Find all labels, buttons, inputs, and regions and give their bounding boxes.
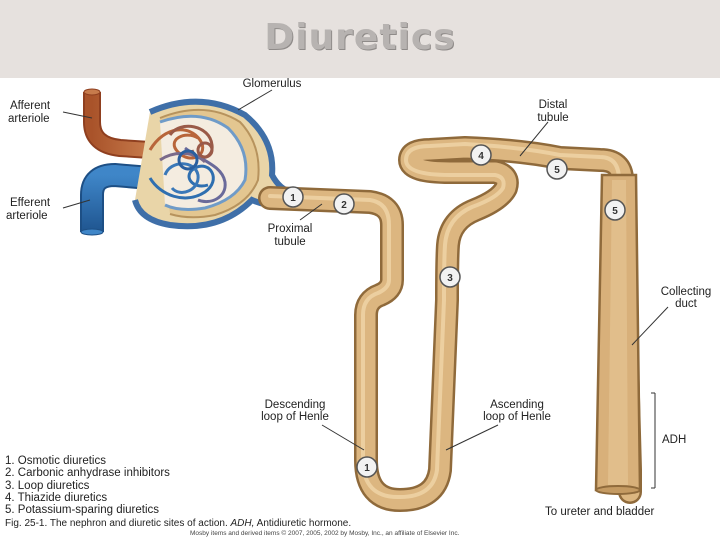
legend-item: 3. Loop diuretics — [5, 479, 90, 492]
nephron-diagram: 1 2 3 4 5 5 1 — [6, 78, 712, 518]
label-ureter: To ureter and bladder — [545, 506, 654, 518]
marker-1-descending: 1 — [356, 456, 378, 478]
renal-tubule — [258, 136, 642, 512]
svg-text:3: 3 — [447, 273, 453, 284]
label-collecting-1: Collecting — [661, 286, 712, 298]
leader-lines — [62, 89, 669, 489]
label-descending-2: loop of Henle — [261, 411, 329, 423]
svg-text:1: 1 — [290, 193, 296, 204]
svg-text:4: 4 — [478, 151, 484, 162]
label-efferent-1: Efferent — [10, 197, 51, 209]
caption-italic: ADH, — [230, 518, 255, 529]
label-proximal-1: Proximal — [268, 223, 313, 235]
copyright-notice: Mosby items and derived items © 2007, 20… — [190, 530, 460, 537]
title-bar — [0, 0, 720, 78]
label-glomerulus: Glomerulus — [243, 78, 302, 90]
marker-3-ascending: 3 — [439, 266, 461, 288]
svg-text:2: 2 — [341, 200, 347, 211]
svg-text:5: 5 — [554, 165, 560, 176]
svg-text:1: 1 — [364, 463, 370, 474]
label-descending-1: Descending — [265, 399, 326, 411]
caption-prefix: Fig. 25-1. The nephron and diuretic site… — [5, 518, 228, 529]
marker-5-distal: 5 — [546, 158, 568, 180]
label-afferent-1: Afferent — [10, 100, 51, 112]
diuretic-site-markers: 1 2 3 4 5 5 1 — [282, 144, 626, 478]
legend-item: 1. Osmotic diuretics — [5, 455, 106, 467]
label-adh: ADH — [662, 434, 686, 446]
caption-suffix: Antidiuretic hormone. — [256, 518, 352, 529]
marker-2-proximal: 2 — [333, 193, 355, 215]
marker-1-proximal: 1 — [282, 186, 304, 208]
marker-5-collecting: 5 — [604, 199, 626, 221]
figure-caption: Fig. 25-1. The nephron and diuretic site… — [5, 518, 351, 529]
label-distal-2: tubule — [537, 112, 568, 124]
label-collecting-2: duct — [675, 298, 698, 310]
page-title: Diuretics — [264, 17, 456, 58]
legend-item: 4. Thiazide diuretics — [5, 491, 108, 504]
marker-4-distal: 4 — [470, 144, 492, 166]
label-distal-1: Distal — [539, 99, 568, 111]
legend-item: 5. Potassium-sparing diuretics — [5, 504, 160, 517]
label-proximal-2: tubule — [274, 236, 305, 248]
label-ascending-1: Ascending — [490, 399, 544, 411]
legend-item: 2. Carbonic anhydrase inhibitors — [5, 467, 170, 480]
label-ascending-2: loop of Henle — [483, 411, 551, 423]
glomerulus-tuft — [148, 124, 227, 204]
label-efferent-2: arteriole — [6, 210, 48, 222]
svg-text:5: 5 — [612, 206, 618, 217]
label-afferent-2: arteriole — [8, 113, 50, 125]
diuretic-legend: 1. Osmotic diuretics 2. Carbonic anhydra… — [5, 455, 170, 516]
